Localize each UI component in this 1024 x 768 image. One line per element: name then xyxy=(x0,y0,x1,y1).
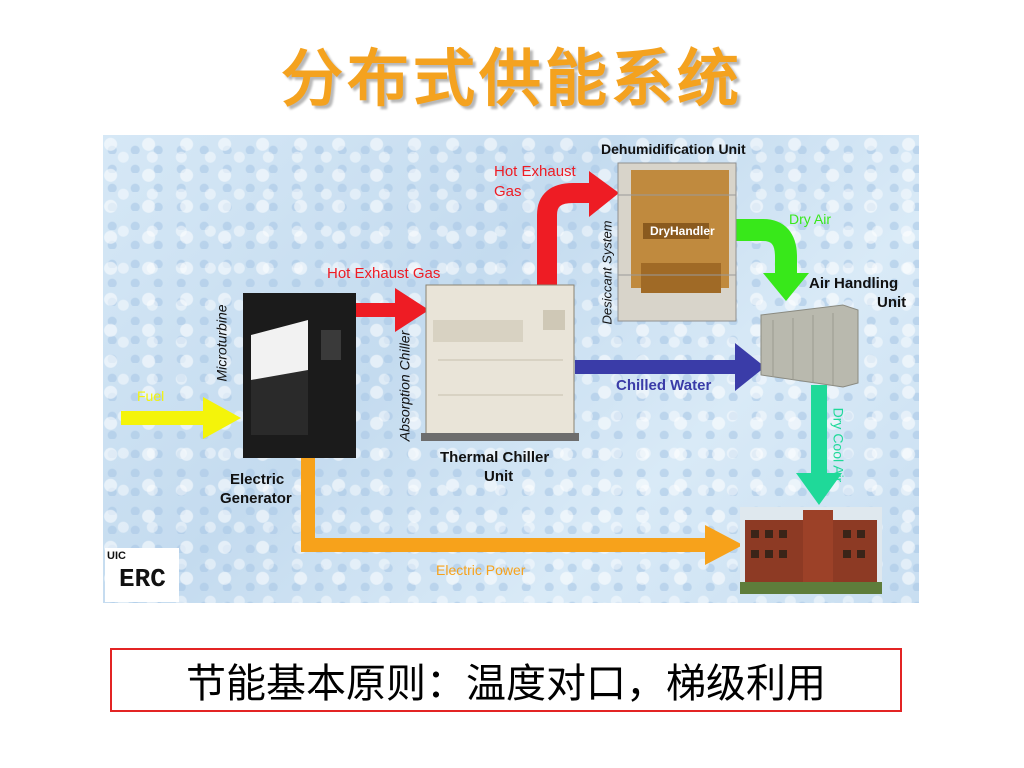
logo-main-text: ERC xyxy=(119,564,166,594)
fuel-arrow xyxy=(121,411,206,425)
desiccant-system-label: Desiccant System xyxy=(599,220,615,325)
hot-exhaust-gas-2-label-2: Gas xyxy=(494,183,522,200)
energy-saving-principle-box: 节能基本原则：温度对口，梯级利用 xyxy=(110,648,902,712)
hot-exhaust-up-arrow xyxy=(537,183,593,285)
hot-exhaust-gas-label: Hot Exhaust Gas xyxy=(327,265,441,282)
energy-system-diagram: Fuel Microturbine Electric Generator Hot… xyxy=(103,135,919,603)
hot-exhaust-gas-2-label-1: Hot Exhaust xyxy=(494,163,576,180)
dry-cool-air-arrowhead xyxy=(796,473,842,505)
thermal-chiller-label-2: Unit xyxy=(484,468,514,485)
uic-erc-logo: UIC ERC xyxy=(105,548,179,602)
energy-saving-principle-text: 节能基本原则：温度对口，梯级利用 xyxy=(186,661,826,707)
chilled-water-arrow xyxy=(575,360,740,374)
thermal-chiller-label-1: Thermal Chiller xyxy=(440,449,550,466)
air-handling-image xyxy=(760,304,859,388)
microturbine-label: Microturbine xyxy=(213,304,230,382)
fuel-arrowhead xyxy=(203,397,241,439)
thermal-chiller-image xyxy=(421,284,579,441)
air-handling-label-2: Unit xyxy=(877,294,907,311)
hot-exhaust-arrow xyxy=(353,303,398,317)
microturbine-image xyxy=(243,293,356,458)
chilled-water-label: Chilled Water xyxy=(616,377,712,394)
dry-air-arrow xyxy=(735,219,797,275)
page-title: 分布式供能系统 xyxy=(280,42,743,115)
diagram-canvas xyxy=(121,162,882,594)
dry-air-label: Dry Air xyxy=(789,211,831,227)
dry-cool-air-arrow xyxy=(811,385,827,477)
dry-air-arrowhead xyxy=(763,273,809,301)
electric-generator-label-1: Electric xyxy=(230,471,285,488)
chilled-water-arrowhead xyxy=(735,343,765,391)
air-handling-label-1: Air Handling xyxy=(809,275,899,292)
dehumidification-image xyxy=(617,162,737,322)
absorption-chiller-label: Absorption Chiller xyxy=(396,330,413,442)
dryhandler-label: DryHandler xyxy=(650,224,715,238)
logo-top-text: UIC xyxy=(107,550,126,562)
electric-power-label: Electric Power xyxy=(436,562,526,578)
electric-power-arrowhead xyxy=(705,525,743,565)
dry-cool-air-label: Dry Cool Air xyxy=(830,407,847,483)
building-image xyxy=(740,507,882,594)
dehumidification-unit-label: Dehumidification Unit xyxy=(601,141,746,157)
electric-power-arrow xyxy=(301,457,708,552)
fuel-label: Fuel xyxy=(137,388,165,404)
hot-exhaust-arrowhead xyxy=(395,288,429,332)
electric-generator-label-2: Generator xyxy=(220,490,292,507)
hot-exhaust-up-arrowhead xyxy=(589,171,619,217)
